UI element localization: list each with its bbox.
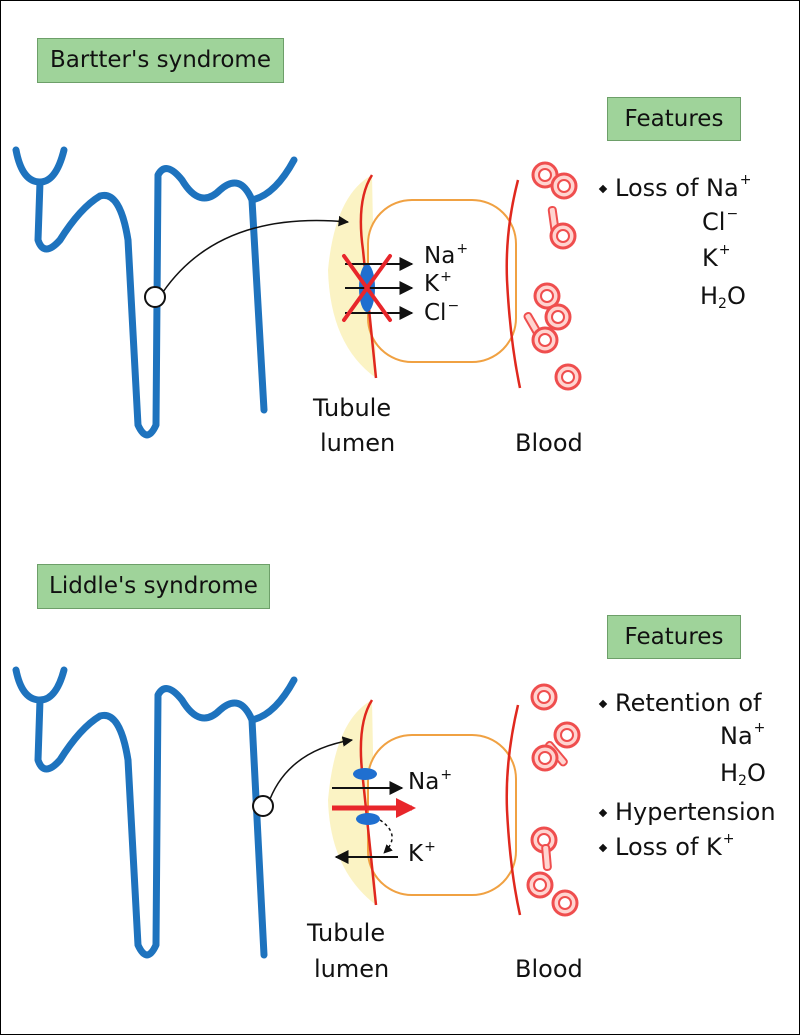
liddle-lumen-label-2: lumen bbox=[314, 955, 390, 983]
bullet-icon bbox=[598, 184, 608, 194]
liddle-lumen-label-1: Tubule bbox=[307, 919, 386, 947]
bartter-feature-loss: Loss of Na+ bbox=[598, 172, 751, 201]
bartter-nephron bbox=[12, 146, 298, 439]
liddle-ion-k: K+ bbox=[408, 839, 436, 867]
bartter-title: Bartter's syndrome bbox=[50, 47, 271, 73]
liddle-feature-retention-na: Na+ bbox=[720, 720, 766, 750]
liddle-features-heading: Features bbox=[607, 615, 741, 659]
bartter-ion-cl: Cl− bbox=[424, 298, 460, 326]
liddle-nephron bbox=[12, 666, 298, 959]
liddle-panel bbox=[12, 666, 581, 959]
liddle-ion-na: Na+ bbox=[408, 767, 453, 795]
bartter-lumen-label-2: lumen bbox=[320, 429, 396, 457]
liddle-feature-retention-water: H2O bbox=[720, 759, 766, 789]
liddle-channel-lower bbox=[356, 813, 380, 825]
liddle-red-blood-cells bbox=[526, 683, 581, 917]
liddle-arrow-k-link bbox=[379, 819, 393, 854]
liddle-connector-arrow bbox=[269, 736, 354, 800]
liddle-blood-label: Blood bbox=[515, 955, 583, 983]
bullet-icon bbox=[598, 699, 608, 709]
bullet-icon bbox=[598, 843, 608, 853]
bartter-blocked-cross bbox=[342, 254, 392, 322]
liddle-title-box: Liddle's syndrome bbox=[37, 564, 270, 609]
liddle-feature-hypertension: Hypertension bbox=[598, 799, 776, 825]
bartter-blood-label: Blood bbox=[515, 429, 583, 457]
bartter-feature-loss-cl: Cl− bbox=[702, 206, 739, 236]
bartter-ion-na: Na+ bbox=[424, 241, 469, 269]
liddle-tubular-cell bbox=[367, 734, 517, 896]
liddle-channel-upper bbox=[353, 768, 377, 780]
liddle-feature-loss-k: Loss of K+ bbox=[598, 831, 735, 860]
bartter-basolateral-membrane bbox=[505, 179, 522, 389]
liddle-apical-membrane bbox=[359, 699, 378, 906]
bartter-segment-marker bbox=[144, 286, 166, 308]
bartter-features-heading: Features bbox=[607, 97, 741, 141]
liddle-basolateral-membrane bbox=[505, 704, 522, 916]
bartter-title-box: Bartter's syndrome bbox=[37, 38, 284, 83]
bartter-apical-membrane bbox=[359, 174, 378, 379]
bartter-connector-arrow bbox=[162, 215, 350, 293]
liddle-feature-retention: Retention of bbox=[598, 690, 761, 716]
bartter-feature-loss-k: K+ bbox=[702, 242, 731, 272]
bullet-icon bbox=[598, 808, 608, 818]
liddle-title: Liddle's syndrome bbox=[49, 573, 258, 599]
bartter-ion-k: K+ bbox=[424, 269, 452, 297]
bartter-lumen-label-1: Tubule bbox=[313, 394, 392, 422]
liddle-segment-marker bbox=[252, 795, 274, 817]
bartter-panel bbox=[12, 146, 582, 439]
bartter-feature-loss-water: H2O bbox=[700, 282, 746, 312]
bartter-red-blood-cells bbox=[523, 161, 582, 391]
